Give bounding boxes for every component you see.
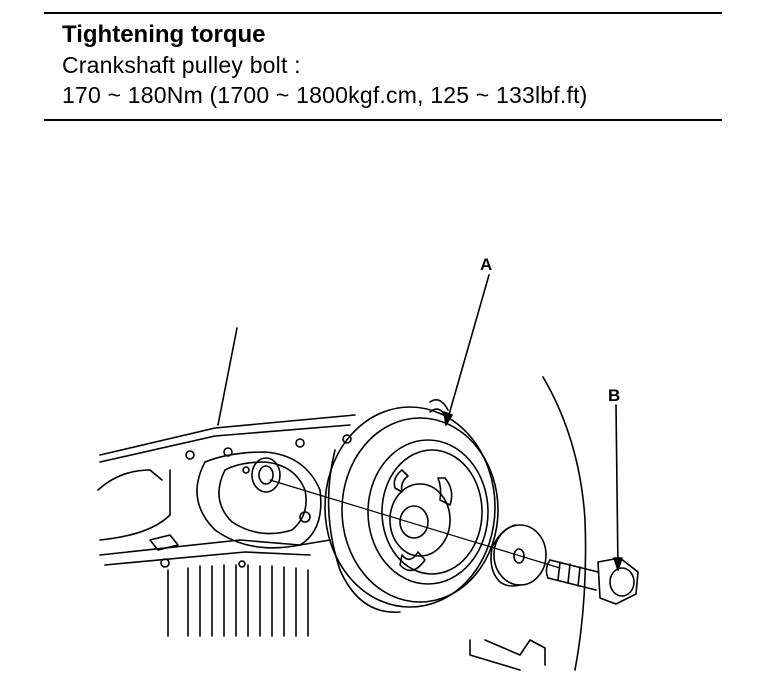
spec-value: 170 ~ 180Nm (1700 ~ 1800kgf.cm, 125 ~ 13… (62, 82, 588, 108)
crankshaft-pulley-bolt (545, 557, 639, 605)
front-cover (196, 451, 322, 549)
top-rule (44, 12, 722, 14)
bottom-rule (44, 119, 722, 121)
timing-cover (469, 376, 587, 671)
engine-block (97, 327, 449, 568)
torque-spec-block: Tightening torque Crankshaft pulley bolt… (62, 20, 722, 110)
pulley-washer (490, 524, 547, 587)
callout-leaders (443, 274, 623, 571)
callout-label-a: A (480, 255, 492, 274)
spec-heading: Tightening torque (62, 21, 266, 48)
crankshaft-pulley (324, 406, 499, 613)
callout-label-b: B (608, 386, 620, 405)
spec-item: Crankshaft pulley bolt : (62, 52, 301, 78)
oil-pan (167, 564, 309, 637)
centre-line (269, 479, 561, 569)
